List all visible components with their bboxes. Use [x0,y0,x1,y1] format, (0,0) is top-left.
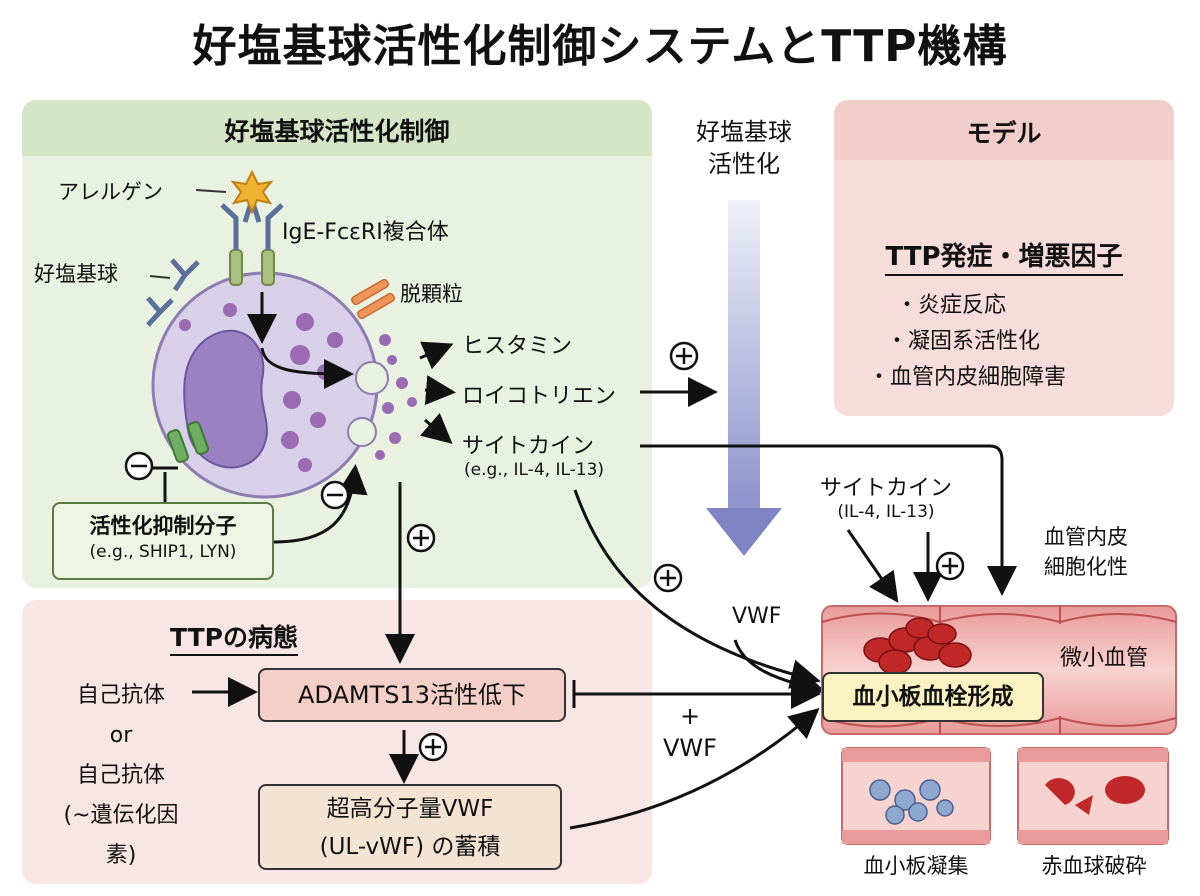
leukotriene-label: ロイコトリエン [462,384,617,409]
endothelial-line2: 細胞化性 [1044,555,1128,579]
plus-vwf-block: + VWF [650,700,730,764]
rbc-fragmentation-label: 赤血球破砕 [1041,854,1147,878]
ulvwf-box: 超高分子量VWF (UL-vWF) の蓄積 [258,784,562,870]
basophil-receptor [146,258,200,327]
degranulation-label: 脱顆粒 [400,282,463,306]
inhibitor-title: 活性化抑制分子 [89,514,237,538]
center-activation-label: 好塩基球 活性化 [664,116,824,180]
allergen-label: アレルゲン [58,180,163,204]
page-title: 好塩基球活性化制御システムとTTP機構 [192,21,1008,72]
model-panel-title: モデル [966,119,1042,148]
or-label: or [109,723,133,748]
allergen-star [230,169,274,215]
vwf-label: VWF [732,604,782,629]
thrombus-label: 血小板血栓形成 [852,684,1014,710]
right-cytokine-example: (IL-4, IL-13) [837,502,935,522]
microvessel-label: 微小血管 [1060,646,1149,671]
model-factor-1: ・炎症反応 [896,293,1007,318]
activation-gradient-arrow [706,200,782,556]
right-cytokine-block: サイトカイン (IL-4, IL-13) [786,470,986,522]
inhibitor-receptor [167,421,209,463]
autoantibody-1: 自己抗体 [76,683,165,708]
thrombus-box: 血小板血栓形成 [822,672,1044,722]
right-cytokine-label: サイトカイン [819,476,952,501]
center-activation-line2: 活性化 [708,150,780,178]
basophil-label: 好塩基球 [34,262,118,286]
center-activation-line1: 好塩基球 [696,118,792,146]
autoantibody-2: 自己抗体 [76,763,165,788]
model-factor-3: ・血管内皮細胞障害 [868,365,1067,390]
minus-circles [124,451,350,510]
model-subtitle: TTP発症・増悪因子 [834,236,1174,276]
cytokine-example-label: (e.g., IL-4, IL-13) [464,460,605,480]
platelet-aggregation-label: 血小板凝集 [863,854,969,878]
genetic-factor: (~遺伝化因素) [63,803,179,868]
model-subtitle-text: TTP発症・増悪因子 [885,242,1123,276]
cytokine-label: サイトカイン [462,434,595,459]
inhibitor-example: (e.g., SHIP1, LYN) [89,542,237,562]
histamine-label: ヒスタミン [462,334,573,359]
thrombus-cluster [863,617,972,675]
ulvwf-line2: (UL-vWF) の蓄積 [319,834,501,860]
activation-panel-title: 好塩基球活性化制御 [224,117,450,146]
adamts13-box: ADAMTS13活性低下 [258,668,566,722]
rbc-fragmentation-inset [1017,747,1169,845]
endothelial-line1: 血管内皮 [1044,525,1128,549]
activation-panel-header [22,100,652,156]
plus-circles [406,341,965,762]
ige-receptor [220,191,284,286]
endothelial-block: 血管内皮 細胞化性 [1006,522,1166,582]
ige-complex-label: IgE-FcεRI複合体 [282,220,449,245]
inhibitor-box: 活性化抑制分子 (e.g., SHIP1, LYN) [52,502,274,580]
plus-vwf-label: VWF [663,734,717,762]
model-factor-list: ・炎症反応 ・凝固系活性化 ・血管内皮細胞障害 [868,288,1168,396]
plus-sign: + [679,702,701,730]
adamts13-label: ADAMTS13活性低下 [297,681,527,709]
platelet-aggregation-inset [841,747,991,845]
model-panel-header [834,100,1174,160]
autoantibody-block: 自己抗体 or 自己抗体 (~遺伝化因素) [56,676,186,876]
model-factor-2: ・凝固系活性化 [886,329,1041,354]
pathology-title: TTPの病態 [170,618,299,656]
degranulation-receptor [351,278,395,320]
ulvwf-line1: 超高分子量VWF [326,796,494,822]
